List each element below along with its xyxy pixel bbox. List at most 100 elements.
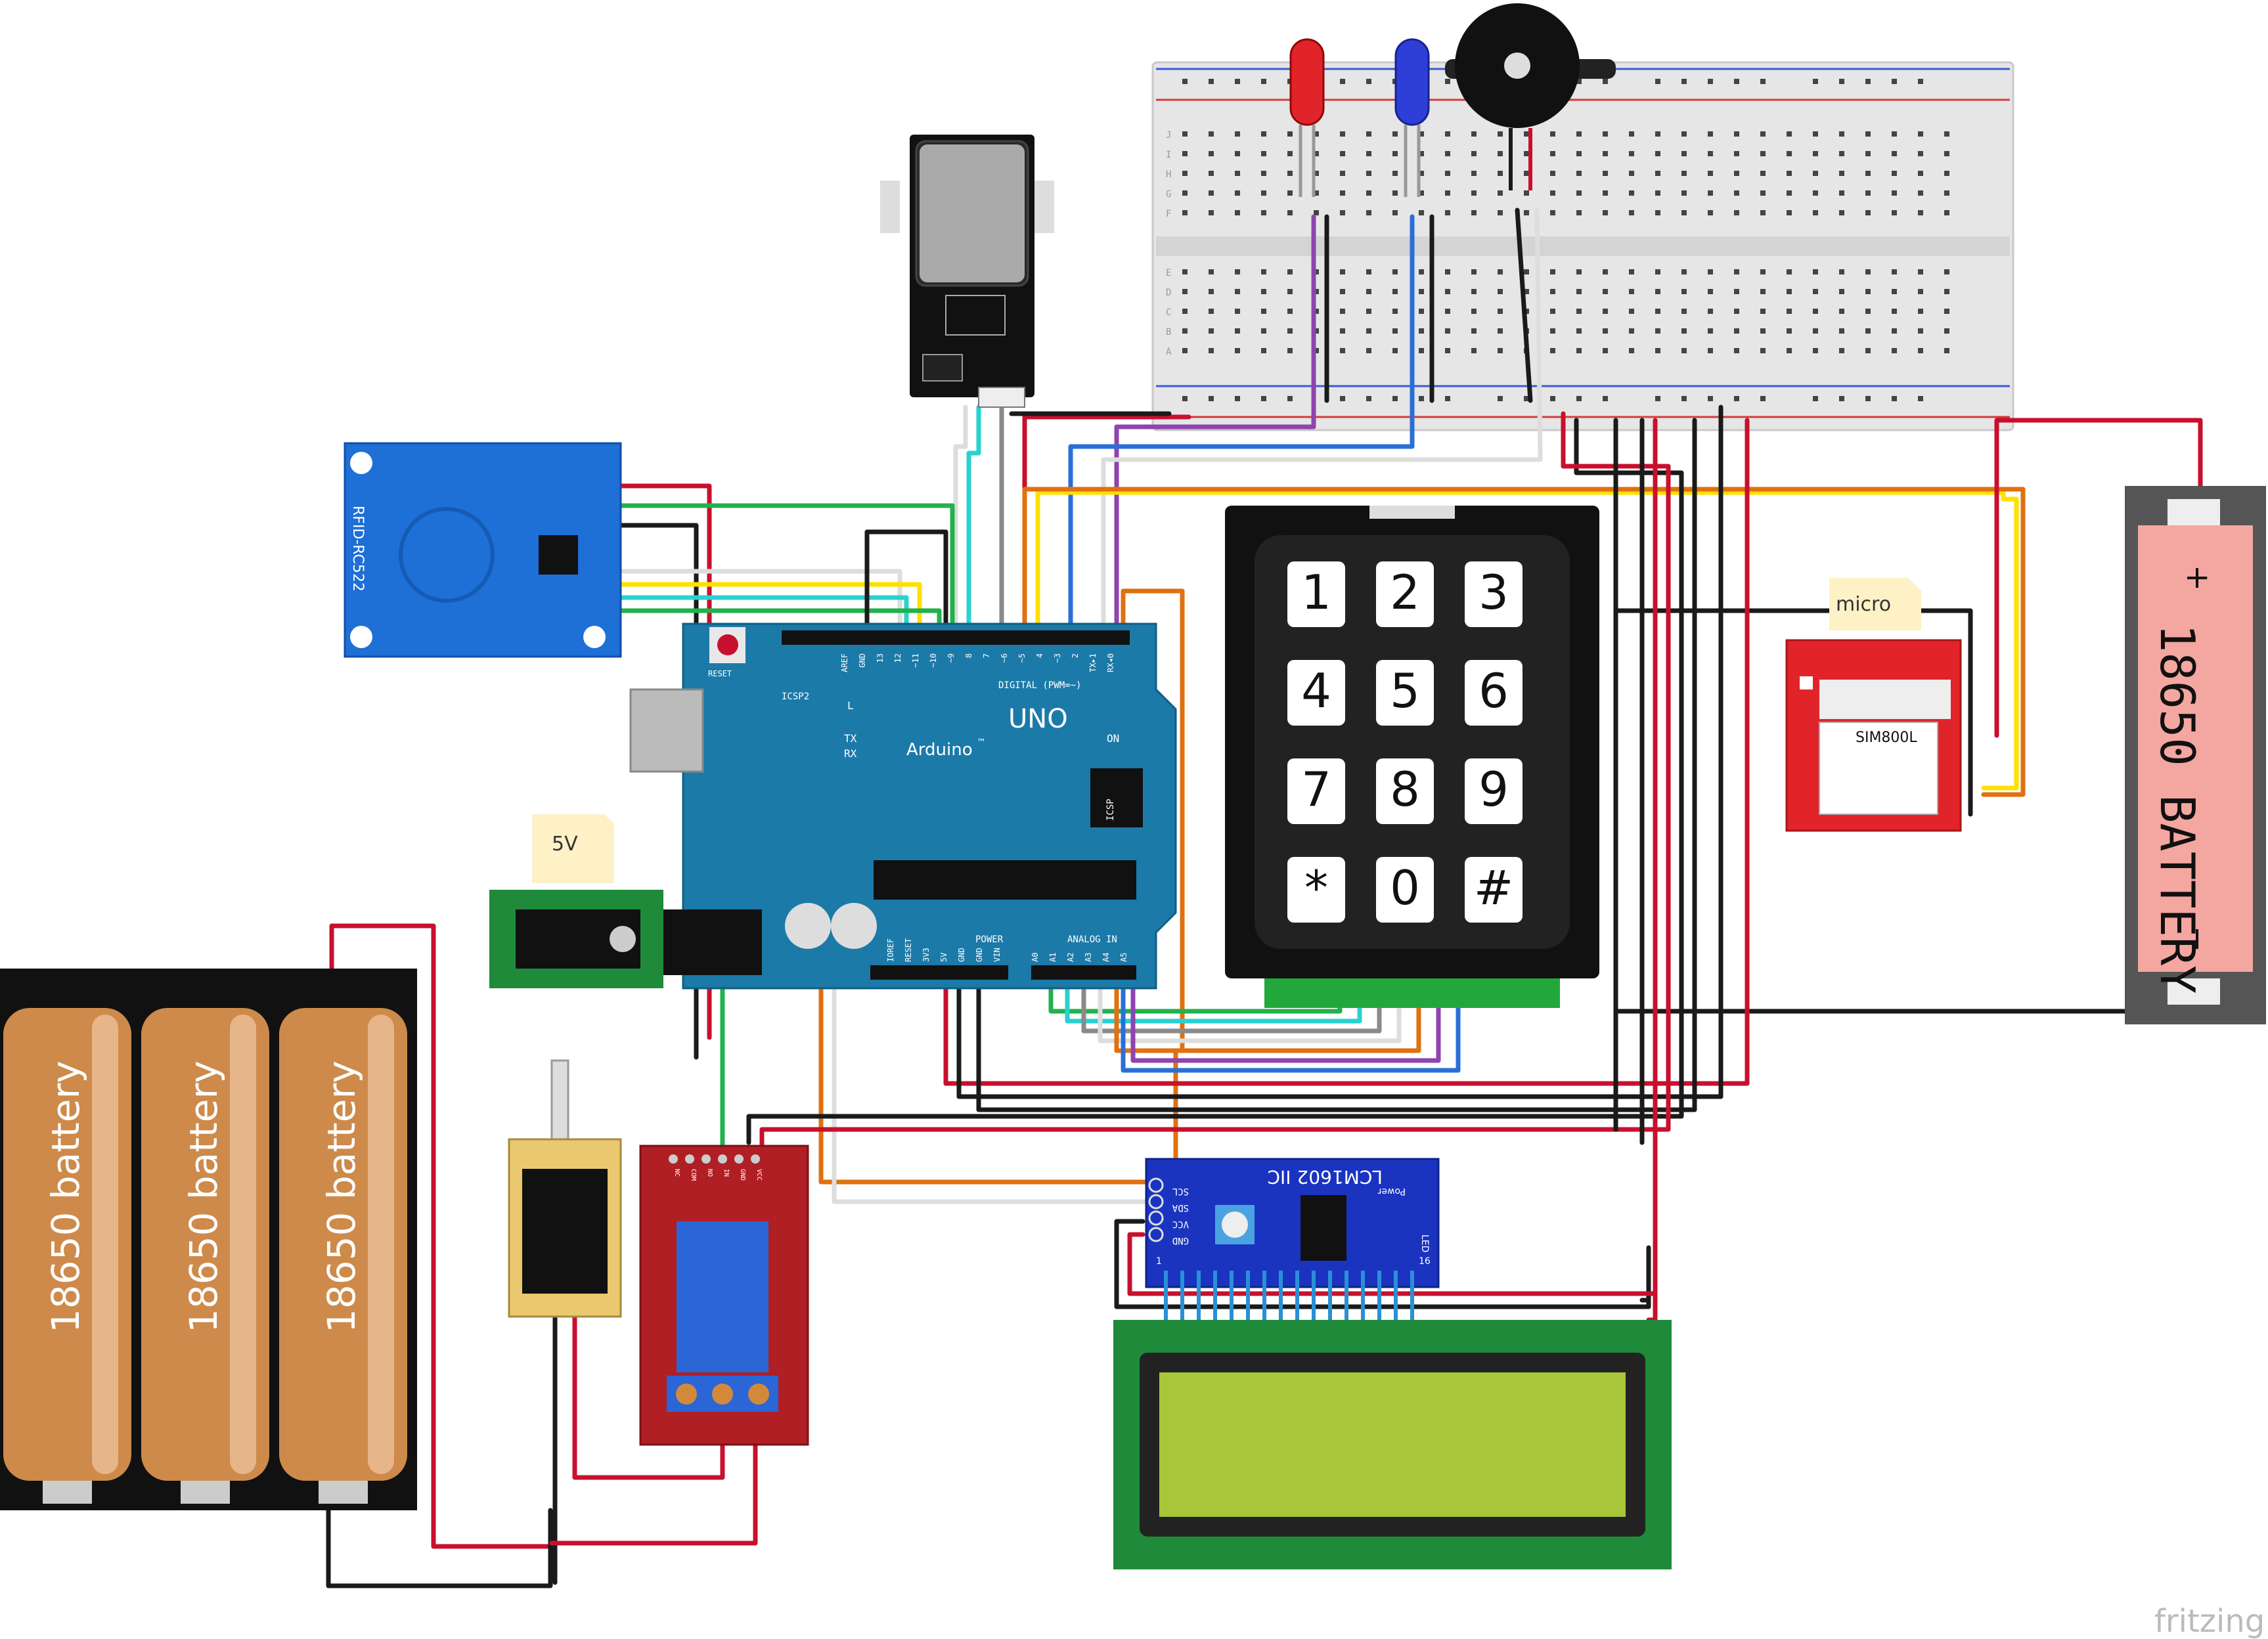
battery-plus: + [2179,565,2216,591]
breadboard-hole [1498,269,1503,274]
breadboard-hole [1235,289,1240,294]
rfid-module: RFID-RC522 [344,442,622,658]
breadboard-hole [1813,309,1818,314]
blue-led [1394,38,1430,197]
relay-pin [751,1154,760,1164]
solenoid-lock [508,1059,622,1318]
breadboard-hole [1839,210,1844,215]
breadboard-hole [1209,289,1214,294]
breadboard-hole [1287,309,1293,314]
breadboard-hole [1787,190,1792,196]
breadboard-hole [1865,269,1871,274]
lcd-pin-last-label: 16 [1419,1256,1431,1267]
breadboard-hole [1209,171,1214,176]
breadboard-hole [1760,79,1766,84]
breadboard-hole [1708,171,1713,176]
relay-pin-label: NO [706,1169,713,1177]
breadboard-hole [1655,328,1660,334]
breadboard-hole [1813,269,1818,274]
arduino-reset-label: RESET [708,669,732,678]
breadboard-hole [1182,269,1188,274]
breadboard-hole [1498,328,1503,334]
breadboard-hole [1419,348,1424,353]
arduino-model: UNO [1008,704,1068,734]
breadboard-hole [1629,210,1634,215]
breadboard-hole [1655,190,1660,196]
breadboard-hole [1340,151,1345,156]
breadboard-hole [1603,396,1608,401]
arduino-power-pin-label: GND [975,948,984,962]
breadboard-hole [1760,210,1766,215]
arduino-digital-pin-label: 12 [893,653,902,663]
breadboard-hole [1498,151,1503,156]
breadboard-hole [1209,79,1214,84]
wire-purple-d6 [1114,404,1316,633]
breadboard-hole [1366,348,1371,353]
arduino-icsp-label: ICSP [1105,798,1116,821]
breadboard-hole [1366,289,1371,294]
breadboard-hole [1261,289,1266,294]
wire-red-gsm-battery [1994,418,2203,738]
breadboard-hole [1892,171,1897,176]
breadboard-hole [1944,210,1949,215]
breadboard-hole [1839,190,1844,196]
keypad-key-label: 5 [1390,663,1420,718]
arduino-analog-pin-label: A0 [1031,953,1040,962]
battery-cell-highlight [230,1015,256,1474]
breadboard-hole [1892,348,1897,353]
breadboard-hole [1629,289,1634,294]
breadboard-hole [1734,348,1739,353]
breadboard-hole [1340,190,1345,196]
breadboard-row-label: B [1166,327,1171,338]
breadboard-hole [1471,328,1477,334]
breadboard-hole [1708,348,1713,353]
lcd-module-pin [1148,1227,1164,1242]
breadboard-hole [1865,171,1871,176]
breadboard-hole [1865,328,1871,334]
breadboard-hole [1865,396,1871,401]
breadboard-hole [1892,396,1897,401]
arduino-digital-pin-label: AREF [840,653,849,672]
breadboard-hole [1813,131,1818,137]
arduino-digital-pin-label: TX▸1 [1088,653,1098,672]
breadboard-hole [1550,309,1555,314]
breadboard-hole [1603,79,1608,84]
breadboard-hole [1366,210,1371,215]
gsm-label: SIM800L [1856,730,1917,746]
keypad-key [1376,561,1434,627]
breadboard-hole [1865,289,1871,294]
breadboard-hole [1340,131,1345,137]
relay-pin [685,1154,694,1164]
breadboard-hole [1944,131,1949,137]
arduino-digital-pin-label: 2 [1071,653,1080,658]
breadboard-hole [1261,210,1266,215]
arduino-power-pin-label: 3V3 [922,948,931,962]
breadboard-hole [1918,309,1923,314]
breadboard-hole [1918,396,1923,401]
breadboard-hole [1235,171,1240,176]
breadboard-hole [1392,309,1398,314]
lcd-module-pin [1148,1177,1164,1193]
arduino-power-pin-label: RESET [904,938,913,962]
breadboard-hole [1419,210,1424,215]
breadboard-hole [1944,190,1949,196]
breadboard-hole [1314,328,1319,334]
breadboard-hole [1813,171,1818,176]
breadboard-hole [1340,309,1345,314]
breadboard-hole [1892,269,1897,274]
breadboard-hole [1392,396,1398,401]
keypad-key [1376,857,1434,923]
arduino-digital-pin-label: 7 [982,653,991,658]
relay-pin [701,1154,711,1164]
breadboard-hole [1550,190,1555,196]
breadboard-hole [1813,151,1818,156]
breadboard-hole [1550,151,1555,156]
breadboard-hole [1576,328,1582,334]
wire-kp-6 [1130,976,1441,1063]
breadboard-hole [1576,269,1582,274]
breadboard-hole [1734,171,1739,176]
keypad-key [1287,758,1345,824]
